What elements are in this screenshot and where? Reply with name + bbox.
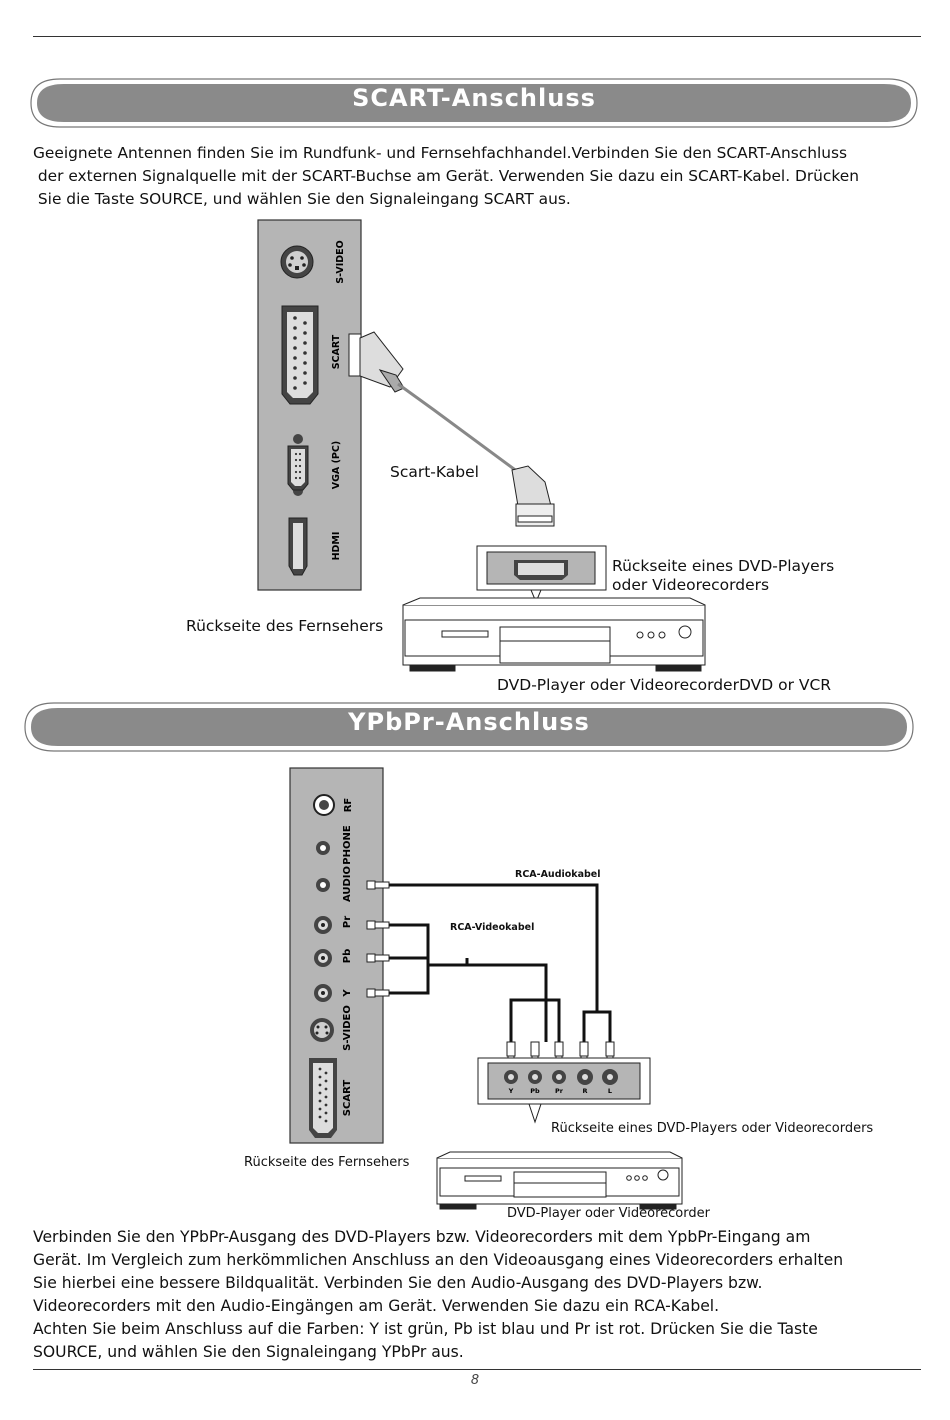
paragraph-line: Gerät. Im Vergleich zum herkömmlichen An…: [33, 1251, 844, 1269]
page-number: 8: [470, 1373, 480, 1388]
vga-port-icon: [287, 434, 309, 496]
scart-banner: SCART-Anschluss: [30, 78, 918, 128]
y-jack-icon: [314, 984, 332, 1002]
pb-jack-icon: [314, 949, 332, 967]
tv-back-panel: [257, 219, 362, 591]
paragraph-line: SOURCE, und wählen Sie den Signaleingang…: [33, 1343, 464, 1361]
dvd-player-icon: [436, 1151, 683, 1210]
rca-plugs-dvd: [506, 1041, 615, 1063]
paragraph-line: Geeignete Antennen finden Sie im Rundfun…: [33, 144, 848, 162]
dvd-caption: DVD-Player oder VideorecorderDVD or VCR: [497, 676, 832, 694]
bottom-rule: [33, 1369, 921, 1370]
audio-cable-label: RCA-Audiokabel: [515, 869, 601, 880]
scart-pins: [318, 1067, 328, 1123]
audio-jack-icon: [316, 878, 330, 892]
dvd-back-label: Rückseite eines DVD-Players oder Videore…: [612, 557, 834, 595]
paragraph-line: Sie die Taste SOURCE, und wählen Sie den…: [33, 190, 571, 208]
paragraph-line: Verbinden Sie den YPbPr-Ausgang des DVD-…: [33, 1228, 811, 1246]
dvd-back-label-line1: Rückseite eines DVD-Players: [612, 557, 835, 575]
tv-back-label: Rückseite des Fernsehers: [186, 617, 384, 635]
port-label-pr: Pr: [342, 916, 353, 928]
port-label-pb: Pb: [342, 949, 353, 964]
port-label-scart: SCART: [331, 334, 342, 369]
banner-shape: [24, 702, 914, 752]
port-label-hdmi: HDMI: [331, 532, 342, 561]
hdmi-port-icon: [288, 517, 308, 576]
dvd-back-zoom-box: [476, 545, 607, 604]
port-label-rf: RF: [343, 798, 354, 813]
rca-plugs-tv: [366, 880, 390, 998]
dvd-back-label-line2: oder Videorecorders: [612, 576, 770, 594]
audio-cable-line: [389, 883, 612, 1042]
pr-jack-icon: [314, 916, 332, 934]
s-video-port-icon: [280, 245, 314, 279]
ypbpr-paragraph: Verbinden Sie den YPbPr-Ausgang des DVD-…: [33, 1226, 843, 1364]
scart-cable-label: Scart-Kabel: [390, 463, 479, 481]
port-label-s-video: S-VIDEO: [335, 240, 346, 283]
port-label-scart: SCART: [342, 1080, 353, 1117]
scart-pins: [293, 316, 307, 390]
dvd-back-zoom-box: [477, 1057, 651, 1124]
port-label-phone: PHONE: [342, 825, 353, 865]
jack-label-pb: Pb: [530, 1087, 540, 1095]
paragraph-line: Sie hierbei eine bessere Bildqualität. V…: [33, 1274, 763, 1292]
phone-jack-icon: [316, 841, 330, 855]
paragraph-line: Achten Sie beim Anschluss auf die Farben…: [33, 1320, 818, 1338]
scart-plug-dvd-icon: [511, 465, 555, 527]
banner-shape: [30, 78, 918, 128]
scart-paragraph: Geeignete Antennen finden Sie im Rundfun…: [33, 142, 859, 211]
jack-label-y: Y: [508, 1087, 514, 1095]
dvd-jack-labels: Y Pb Pr R L: [508, 1087, 612, 1095]
tv-back-label: Rückseite des Fernsehers: [244, 1155, 410, 1170]
video-cable-label: RCA-Videokabel: [450, 922, 535, 933]
section-title-scart: SCART-Anschluss: [352, 84, 596, 112]
dvd-player-icon: [402, 597, 706, 672]
scart-port-icon: [309, 1058, 337, 1138]
port-label-vga: VGA (PC): [331, 441, 342, 489]
dvd-caption: DVD-Player oder Videorecorder: [507, 1206, 710, 1221]
vga-pins: [294, 452, 302, 480]
jack-label-pr: Pr: [555, 1087, 564, 1095]
jack-label-l: L: [608, 1087, 612, 1095]
top-rule: [33, 36, 921, 37]
port-label-s-video: S-VIDEO: [342, 1005, 353, 1051]
paragraph-line: der externen Signalquelle mit der SCART-…: [33, 167, 859, 185]
port-label-y: Y: [342, 989, 353, 998]
port-label-audio: AUDIO: [342, 866, 353, 902]
scart-cable-line: [397, 382, 519, 474]
scart-plug-tv-icon: [348, 331, 405, 393]
section-title-ypbpr: YPbPr-Anschluss: [348, 708, 590, 736]
scart-port-icon: [281, 305, 319, 405]
rf-port-icon: [313, 794, 335, 816]
tv-back-panel: [289, 767, 384, 1144]
jack-label-r: R: [582, 1087, 587, 1095]
s-video-port-icon: [310, 1018, 334, 1042]
dvd-back-label: Rückseite eines DVD-Players oder Videore…: [551, 1121, 874, 1136]
paragraph-line: Videorecorders mit den Audio-Eingängen a…: [33, 1297, 720, 1315]
ypbpr-banner: YPbPr-Anschluss: [24, 702, 914, 752]
video-cable-line: [389, 923, 561, 1042]
